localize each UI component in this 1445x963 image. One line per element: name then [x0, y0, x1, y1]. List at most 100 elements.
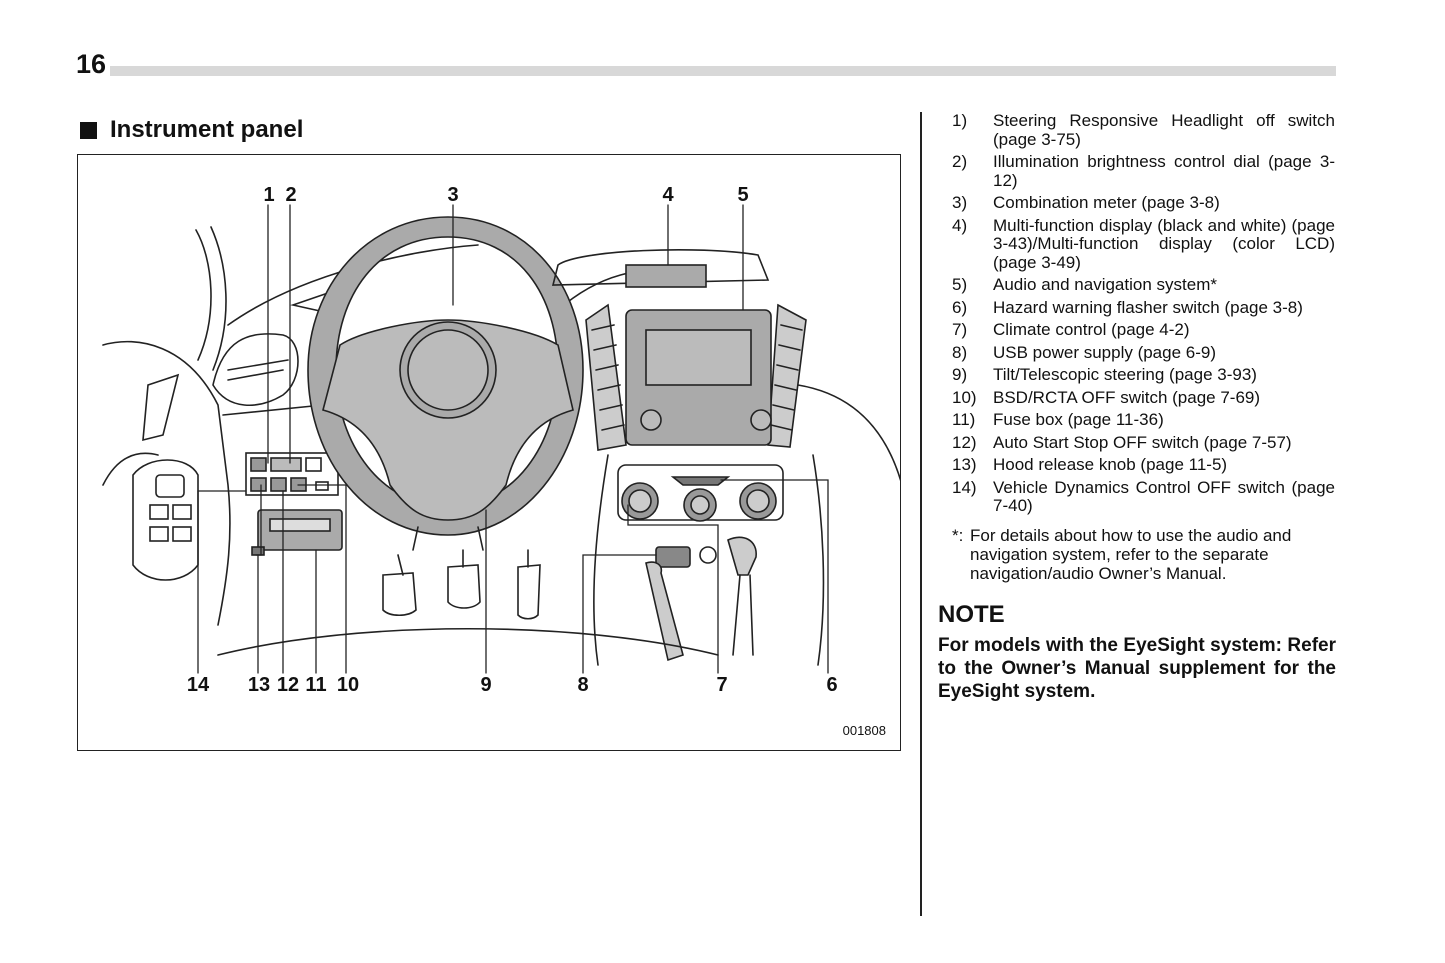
legend-number: 7) [952, 320, 968, 339]
floor-line [217, 627, 719, 656]
legend-number: 9) [952, 365, 968, 384]
callout-11: 11 [305, 674, 326, 696]
hood-release-knob [251, 546, 265, 556]
legend-number: 14) [952, 477, 977, 497]
section-title: Instrument panel [80, 116, 303, 144]
door-trim [102, 452, 159, 486]
hazard-switch [670, 476, 731, 486]
pedal-brake [447, 564, 481, 609]
center-console-sides [593, 454, 825, 666]
legend-number: 5) [952, 275, 968, 294]
audio-knob-left [640, 409, 662, 431]
legend-item: 2) Illumination brightness control dial (… [952, 152, 1335, 190]
legend-item: 14) Vehicle Dynamics Control OFF switch (… [952, 477, 1335, 516]
window-switch-a [149, 504, 169, 520]
pedal-stems [397, 549, 529, 576]
window-switch-d [172, 526, 192, 542]
audio-navigation-screen [645, 329, 752, 386]
legend-number: 3) [952, 193, 968, 212]
fuse-box-slot [269, 518, 331, 532]
legend-text: Steering Responsive Headlight off switch… [993, 111, 1335, 149]
legend-number: 12) [952, 432, 977, 452]
legend-item: 1)Steering Responsive Headlight off swit… [952, 111, 1335, 149]
legend-text: Hazard warning flasher switch (page 3-8) [993, 297, 1303, 317]
center-vent-right-louvers [770, 324, 803, 431]
legend-text: Multi-function display (black and white)… [993, 215, 1335, 272]
legend-item: 11)Fuse box (page 11-36) [952, 410, 1335, 430]
footnote-text: For details about how to use the audio a… [970, 526, 1292, 583]
legend-item: 12) Auto Start Stop OFF switch (page 7-57… [952, 432, 1335, 453]
legend-text: Climate control (page 4-2) [993, 320, 1190, 339]
legend-number: 8) [952, 342, 968, 362]
dashboard-right-edge [797, 384, 900, 482]
switch-blank-b [315, 481, 329, 491]
legend-text: Auto Start Stop OFF switch (page 7-57) [993, 432, 1292, 452]
legend-item: 9)Tilt/Telescopic steering (page 3-93) [952, 365, 1335, 385]
power-outlet [699, 546, 717, 564]
callout-3: 3 [447, 184, 458, 206]
legend-item: 10)BSD/RCTA OFF switch (page 7-69) [952, 387, 1335, 408]
callout-14: 14 [187, 674, 210, 696]
parking-brake-lever [645, 561, 684, 662]
legend-list: 1)Steering Responsive Headlight off swit… [952, 111, 1335, 520]
legend-text: Combination meter (page 3-8) [993, 193, 1220, 212]
header-bar [110, 66, 1336, 76]
climate-knob-right-cap [746, 489, 770, 513]
switch-blank-a [305, 457, 322, 472]
window-switch-top [155, 474, 185, 498]
legend-item: 4) Multi-function display (black and whit… [952, 215, 1335, 273]
callout-2: 2 [285, 184, 296, 206]
instrument-panel-drawing: 1 2 3 4 5 6 7 8 9 10 11 12 13 14 [102, 184, 900, 696]
left-air-vent-louvers [227, 359, 289, 381]
footnote-mark: *: [952, 526, 964, 545]
steering-wheel-hub-inner [407, 329, 489, 411]
climate-knob-left-cap [628, 489, 652, 513]
audio-knob-right [750, 409, 772, 431]
window-switch-c [149, 526, 169, 542]
callout-10: 10 [337, 674, 359, 696]
note-body: For models with the EyeSight system: Ref… [938, 635, 1336, 702]
pedal-accelerator [517, 564, 541, 620]
legend-number: 13) [952, 455, 977, 474]
legend-text: Illumination brightness control dial (pa… [993, 152, 1335, 190]
column-divider [920, 112, 922, 916]
usb-power-supply [655, 546, 691, 568]
window-switch-panel [132, 459, 199, 581]
a-pillar-line-inner [210, 226, 227, 371]
legend-item: 8)USB power supply (page 6-9) [952, 342, 1335, 363]
switch-12 [250, 477, 267, 492]
window-switch-b [172, 504, 192, 520]
legend-text: Vehicle Dynamics Control OFF switch (pag… [993, 477, 1335, 515]
center-vent-left [585, 303, 627, 451]
note-heading: NOTE [938, 601, 1005, 628]
climate-knob-center-cap [690, 495, 710, 515]
switch-1 [250, 457, 267, 472]
legend-number: 6) [952, 297, 968, 317]
legend-number: 10) [952, 387, 977, 407]
legend-text: Audio and navigation system* [993, 275, 1217, 294]
a-pillar-line [195, 229, 212, 361]
steering-column [412, 526, 484, 551]
legend-number: 2) [952, 152, 968, 171]
leader-lines [197, 204, 829, 674]
callout-9: 9 [480, 674, 491, 696]
callout-8: 8 [577, 674, 588, 696]
square-bullet-icon [80, 121, 97, 139]
callout-12: 12 [277, 674, 299, 696]
shift-knob [727, 536, 757, 576]
steering-wheel-spokes [322, 319, 574, 521]
pedal-clutch [382, 572, 417, 617]
legend-item: 7) Climate control (page 4-2) [952, 320, 1335, 340]
shift-lever [732, 574, 754, 656]
left-air-vent [212, 333, 299, 406]
legend-number: 11) [952, 410, 976, 429]
door-handle [142, 373, 180, 442]
callout-6: 6 [826, 674, 837, 696]
callout-7: 7 [716, 674, 727, 696]
callout-5: 5 [737, 184, 748, 206]
legend-text: Hood release knob (page 11-5) [993, 455, 1228, 474]
figure-code: 001808 [842, 723, 886, 738]
center-vent-left-louvers [591, 324, 625, 431]
switch-11 [270, 477, 287, 492]
legend-number: 4) [952, 215, 968, 235]
